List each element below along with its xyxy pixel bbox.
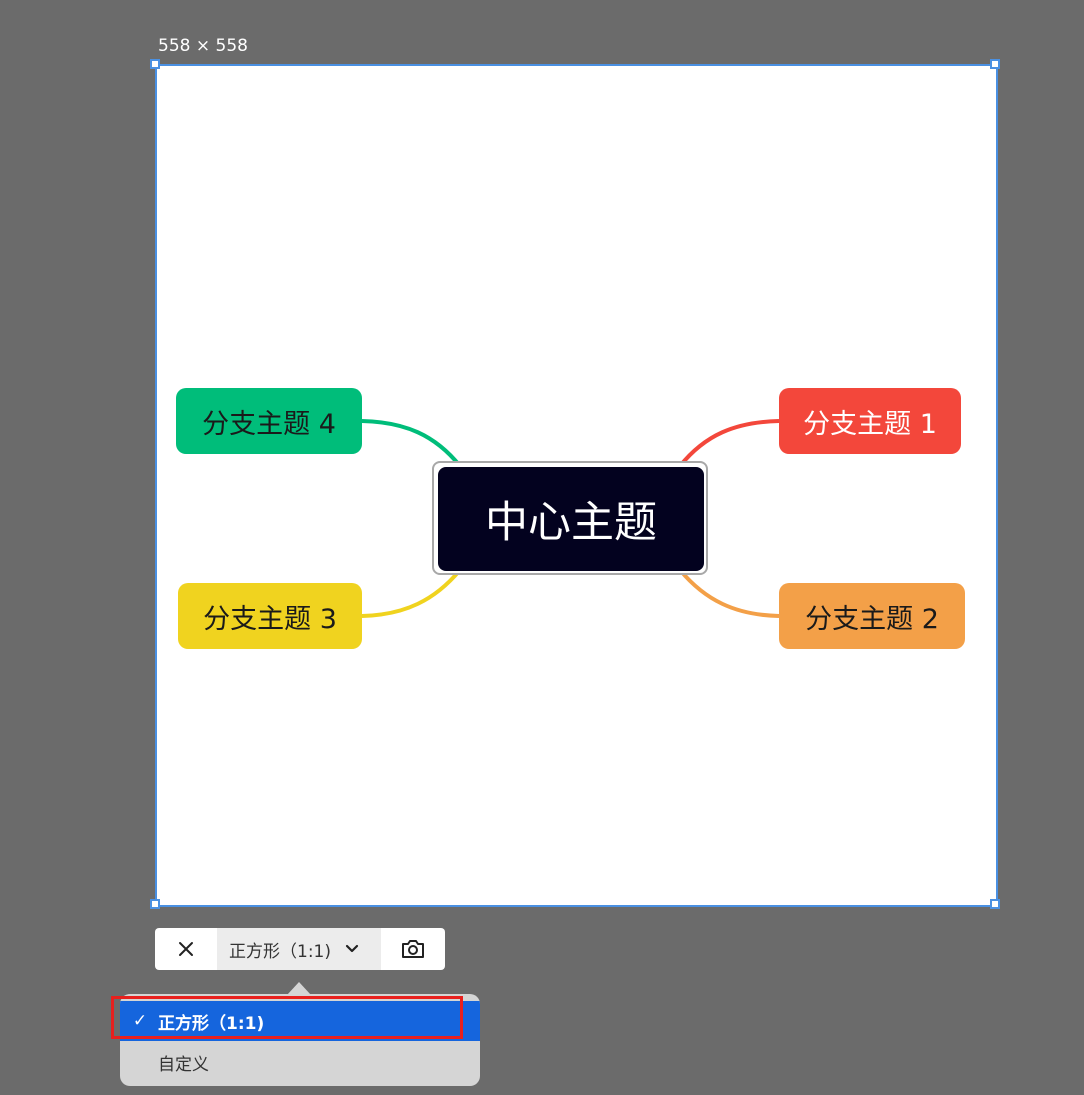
branch-topic-4[interactable]: 分支主题 4 — [176, 388, 362, 454]
branch-topic-3[interactable]: 分支主题 3 — [178, 583, 362, 649]
dropdown-caret — [287, 982, 311, 995]
camera-icon — [402, 940, 424, 958]
camera-button[interactable] — [381, 928, 445, 970]
menu-item-custom-label: 自定义 — [158, 1054, 209, 1075]
branch-topic-2[interactable]: 分支主题 2 — [779, 583, 965, 649]
close-icon — [179, 942, 193, 956]
checkmark-icon: ✓ — [132, 1011, 148, 1031]
resize-handle-top-right[interactable] — [990, 59, 1000, 69]
aspect-ratio-select[interactable]: 正方形（1:1) — [217, 928, 381, 970]
resize-handle-bottom-right[interactable] — [990, 899, 1000, 909]
chevron-down-icon — [345, 944, 359, 954]
resize-handle-bottom-left[interactable] — [150, 899, 160, 909]
menu-item-custom[interactable]: 自定义 — [120, 1042, 480, 1082]
branch-topic-1[interactable]: 分支主题 1 — [779, 388, 961, 454]
menu-item-square-label: 正方形（1:1) — [158, 1013, 265, 1034]
aspect-ratio-label: 正方形（1:1) — [229, 941, 331, 962]
resize-handle-top-left[interactable] — [150, 59, 160, 69]
menu-item-square[interactable]: ✓ 正方形（1:1) — [120, 1001, 480, 1041]
capture-toolbar: 正方形（1:1) — [155, 928, 445, 970]
aspect-ratio-menu: ✓ 正方形（1:1) 自定义 — [120, 994, 480, 1086]
capture-size-label: 558 × 558 — [158, 36, 248, 56]
central-topic[interactable]: 中心主题 — [438, 467, 704, 571]
close-button[interactable] — [155, 928, 217, 970]
